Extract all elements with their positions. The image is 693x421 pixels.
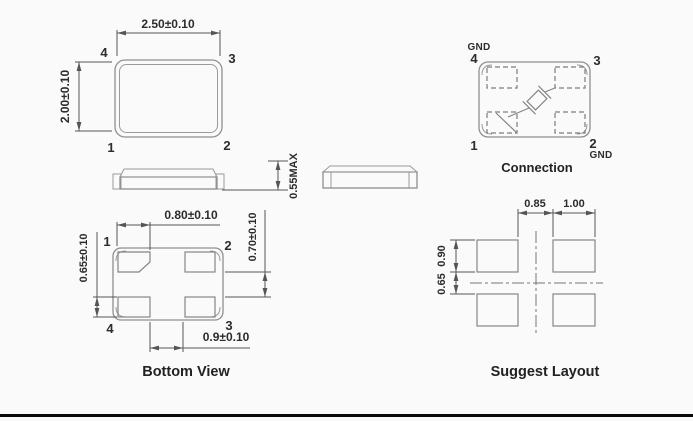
top-view-pin2: 2 (223, 138, 230, 153)
bottom-view: 0.80±0.10 0.70±0.10 0.65±0.10 (78, 208, 271, 380)
bottom-view-pad3 (184, 296, 216, 318)
top-view-width-dimension: 2.50±0.10 (116, 17, 221, 56)
connection-pad1 (486, 111, 518, 134)
connection-pad1-chamfer (495, 112, 518, 134)
crystal-symbol-icon (507, 85, 557, 118)
connection-pad3 (554, 66, 586, 89)
top-view-body-outer (114, 59, 223, 138)
bottom-view-pin2-label: 2 (224, 238, 231, 253)
bottom-view-right-dimension: 0.70±0.10 (225, 210, 271, 298)
side-view-end-lid (321, 165, 419, 173)
top-view-pin3: 3 (228, 51, 235, 66)
layout-top-dimensions: 0.85 1.00 (517, 198, 596, 237)
bottom-view-pad1 (117, 251, 151, 273)
side-view-left-cap (112, 173, 122, 190)
bottom-view-left-dim-label: 0.65±0.10 (78, 234, 90, 283)
bottom-view-bottom-dimension: 0.9±0.10 (149, 322, 250, 352)
side-view-lid (119, 168, 218, 178)
bottom-view-right-dim-label: 0.70±0.10 (247, 213, 259, 262)
top-view-height-label: 2.00±0.10 (58, 70, 72, 124)
connection-pin2-label: 2 (589, 136, 596, 151)
top-view: 2.50±0.10 2.00±0.10 4 3 1 2 (58, 17, 236, 155)
layout-pad-width-label: 1.00 (563, 198, 584, 210)
bottom-rule (0, 414, 693, 417)
top-view-height-dimension: 2.00±0.10 (58, 61, 112, 132)
bottom-view-pin4-label: 4 (106, 321, 114, 336)
top-view-width-label: 2.50±0.10 (141, 17, 195, 31)
bottom-view-pad2 (184, 251, 216, 273)
connection-pin1-label: 1 (470, 138, 477, 153)
connection-pin3-label: 3 (593, 53, 600, 68)
connection-gnd-bottom-label: GND (589, 150, 612, 161)
top-view-pin1: 1 (107, 140, 114, 155)
layout-pad-top-right (552, 239, 596, 273)
top-view-body-inner (119, 64, 218, 133)
connection-pad2 (554, 111, 586, 134)
bottom-view-title: Bottom View (142, 364, 230, 380)
bottom-view-top-dim-label: 0.80±0.10 (164, 208, 218, 222)
suggest-layout-title: Suggest Layout (491, 364, 600, 380)
connection-pad4 (486, 66, 518, 89)
side-view-end (321, 165, 419, 189)
top-view-pin4: 4 (100, 45, 108, 60)
side-view-end-body (322, 171, 418, 189)
crystal-lead-pin3 (544, 86, 557, 93)
connection-view: GND 4 3 1 2 GND Connection (467, 42, 612, 175)
layout-gap-x-label: 0.85 (524, 198, 545, 210)
side-view-front: 0.55MAX (112, 152, 300, 199)
bottom-view-pin1-label: 1 (103, 234, 110, 249)
side-view-height-label: 0.55MAX (288, 152, 300, 199)
bottom-view-left-dimension: 0.65±0.10 (78, 232, 117, 318)
connection-gnd-top-label: GND (467, 42, 490, 53)
bottom-view-pin3-label: 3 (225, 318, 232, 333)
bottom-view-top-dimension: 0.80±0.10 (116, 208, 220, 250)
layout-pad-top-left (476, 239, 519, 273)
connection-body (478, 61, 591, 138)
side-view-right-cap (215, 173, 225, 190)
layout-gap-y-label: 0.65 (436, 273, 448, 294)
layout-pad-bottom-left (476, 293, 519, 327)
crystal-lead-pin1 (507, 107, 530, 118)
suggest-layout: 0.85 1.00 0.90 0.65 Suggest Layout (436, 198, 603, 380)
side-view-height-dimension: 0.55MAX (222, 152, 300, 199)
layout-pad-height-label: 0.90 (436, 245, 448, 266)
bottom-view-pad4 (117, 296, 151, 318)
layout-pad-bottom-right (552, 293, 596, 327)
side-view-body (119, 176, 218, 190)
layout-left-dimensions: 0.90 0.65 (436, 239, 475, 295)
connection-pin4-label: 4 (470, 51, 478, 66)
bottom-view-bottom-dim-label: 0.9±0.10 (203, 330, 250, 344)
bottom-view-body (112, 247, 224, 321)
connection-title: Connection (501, 160, 573, 175)
